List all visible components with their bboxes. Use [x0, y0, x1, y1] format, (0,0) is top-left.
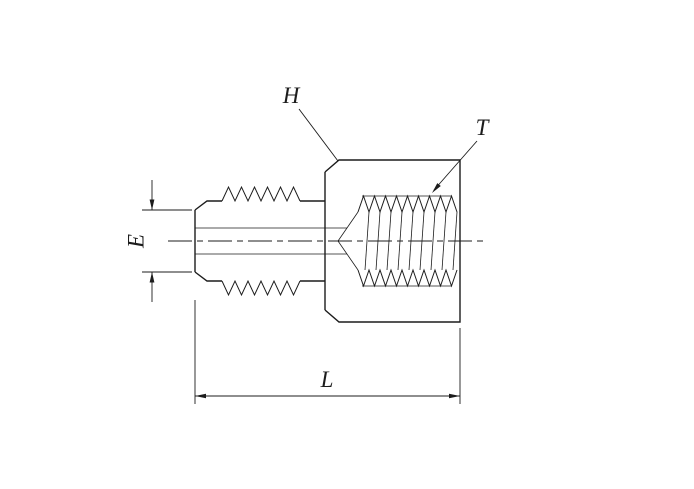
dimension-label-h: H: [282, 83, 301, 108]
dimension-label-e: E: [123, 234, 148, 249]
nose-top-edge: [194, 200, 222, 211]
female-thread-profile: [357, 194, 458, 288]
nose-bottom-edge: [194, 271, 222, 282]
callout-h: H: [282, 83, 339, 162]
fitting-outline: [194, 159, 461, 323]
dimension-label-l: L: [320, 367, 334, 392]
t-leader-line: [433, 140, 478, 191]
dimension-label-t: T: [476, 115, 491, 140]
l-arrow-left-icon: [195, 393, 206, 399]
t-arrowhead-icon: [432, 183, 441, 193]
hex-body-edge: [324, 159, 461, 323]
callout-t: T: [432, 115, 491, 193]
male-thread-profile: [221, 185, 301, 297]
male-thread-top: [221, 185, 301, 203]
bore-lines: [195, 211, 359, 271]
dimension-e: E: [123, 180, 192, 302]
drill-cone: [337, 211, 359, 271]
dimension-l: L: [194, 300, 461, 404]
l-arrow-right-icon: [449, 393, 460, 399]
thread-helix-lines: [364, 211, 458, 271]
female-thread-bottom: [357, 268, 458, 288]
e-arrow-up-icon: [149, 272, 155, 283]
female-thread-top: [357, 194, 458, 214]
h-leader-line: [298, 108, 339, 162]
male-thread-bottom: [221, 279, 301, 297]
e-arrow-down-icon: [149, 199, 155, 210]
